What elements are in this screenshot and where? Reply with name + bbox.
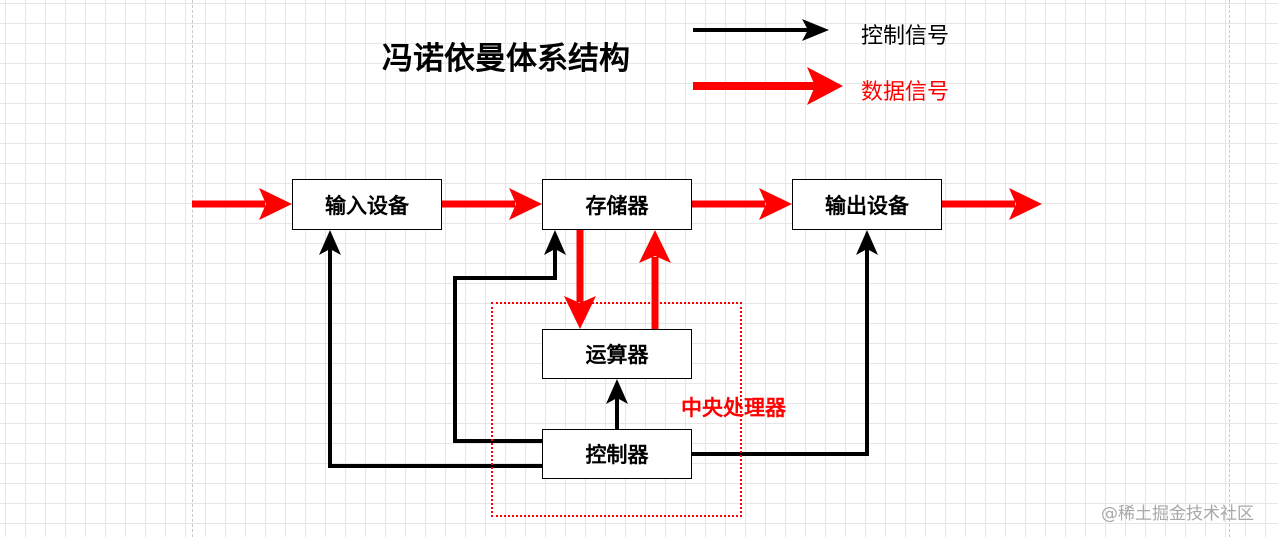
- legend-data-label: 数据信号: [861, 80, 950, 105]
- cpu-region: [491, 302, 742, 517]
- data-arrow-alu-to-memory: [639, 230, 671, 329]
- node-controller: 控制器: [542, 429, 692, 479]
- node-output-device: 输出设备: [792, 179, 942, 230]
- cpu-label: 中央处理器: [681, 396, 786, 420]
- control-arrow-to-memory: [453, 230, 566, 443]
- legend-control-label: 控制信号: [861, 24, 950, 49]
- page-guide-left: [192, 0, 193, 537]
- page-guide-right: [1229, 0, 1230, 537]
- node-input-device: 输入设备: [292, 179, 442, 230]
- data-arrow-out-of-output: [942, 188, 1042, 220]
- control-arrow-to-alu: [606, 379, 628, 429]
- node-memory: 存储器: [542, 179, 692, 230]
- legend-data-arrow: [693, 67, 843, 105]
- data-arrow-input-to-memory: [442, 188, 542, 220]
- data-arrow-memory-to-alu: [564, 230, 596, 329]
- watermark: @稀土掘金技术社区: [1101, 504, 1254, 524]
- data-arrow-memory-to-output: [692, 188, 792, 220]
- control-arrow-to-output: [692, 230, 878, 456]
- node-alu: 运算器: [542, 329, 692, 379]
- data-arrow-into-input: [192, 188, 292, 220]
- control-arrow-to-input: [319, 230, 542, 468]
- diagram-title: 冯诺依曼体系结构: [382, 41, 630, 77]
- legend-control-arrow: [693, 19, 829, 41]
